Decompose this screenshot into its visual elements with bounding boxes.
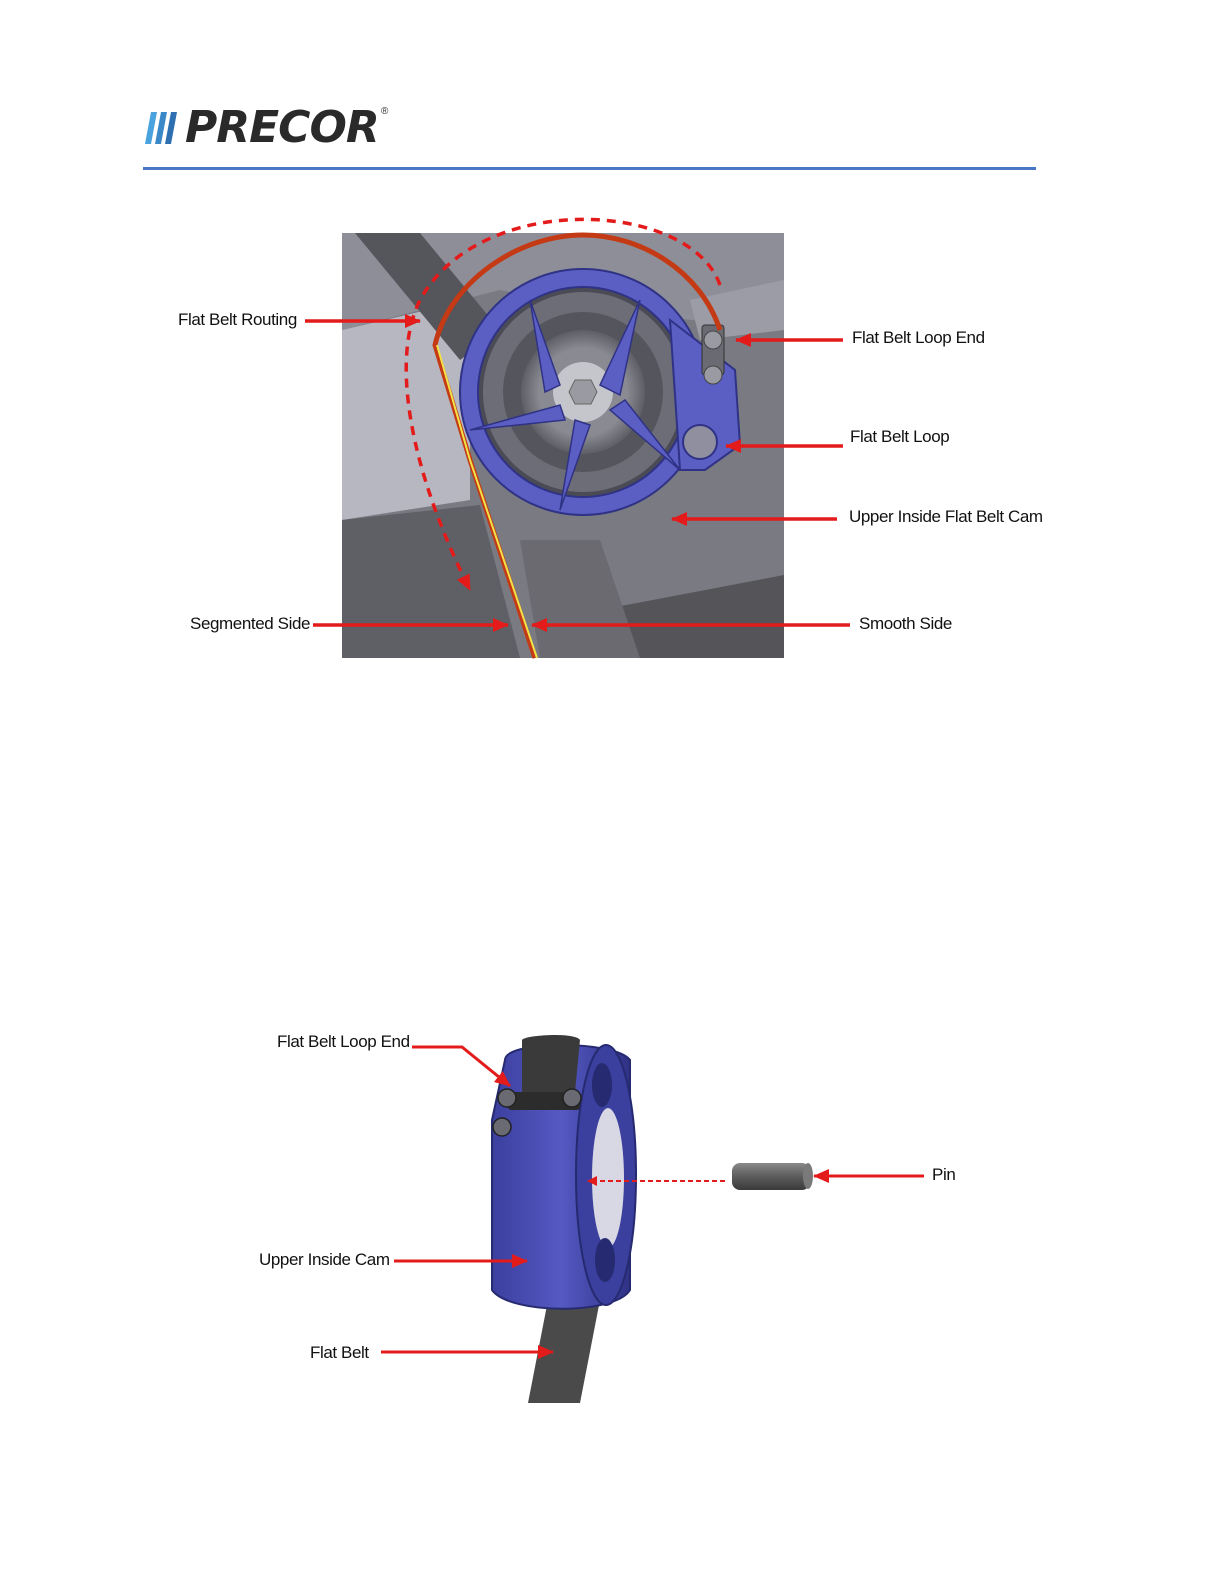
belt-loop-end-block [522,1035,580,1092]
pin-shape [732,1163,810,1190]
label-fig2-flat-belt-loop-end: Flat Belt Loop End [277,1032,410,1052]
label-upper-inside-cam: Upper Inside Cam [259,1250,390,1270]
label-pin: Pin [932,1165,955,1185]
label-flat-belt-loop: Flat Belt Loop [850,427,949,447]
label-flat-belt-routing: Flat Belt Routing [178,310,297,330]
label-upper-inside-flat-belt-cam: Upper Inside Flat Belt Cam [849,507,1043,527]
cam-pin-assembly-figure [492,1035,813,1403]
figure2-pointer-arrows [381,1047,924,1352]
cam-bore [592,1108,624,1248]
label-flat-belt: Flat Belt [310,1343,369,1363]
arrow-fig2-loop-end [412,1047,510,1086]
label-smooth-side: Smooth Side [859,614,952,634]
label-flat-belt-loop-end: Flat Belt Loop End [852,328,985,348]
label-segmented-side: Segmented Side [190,614,310,634]
